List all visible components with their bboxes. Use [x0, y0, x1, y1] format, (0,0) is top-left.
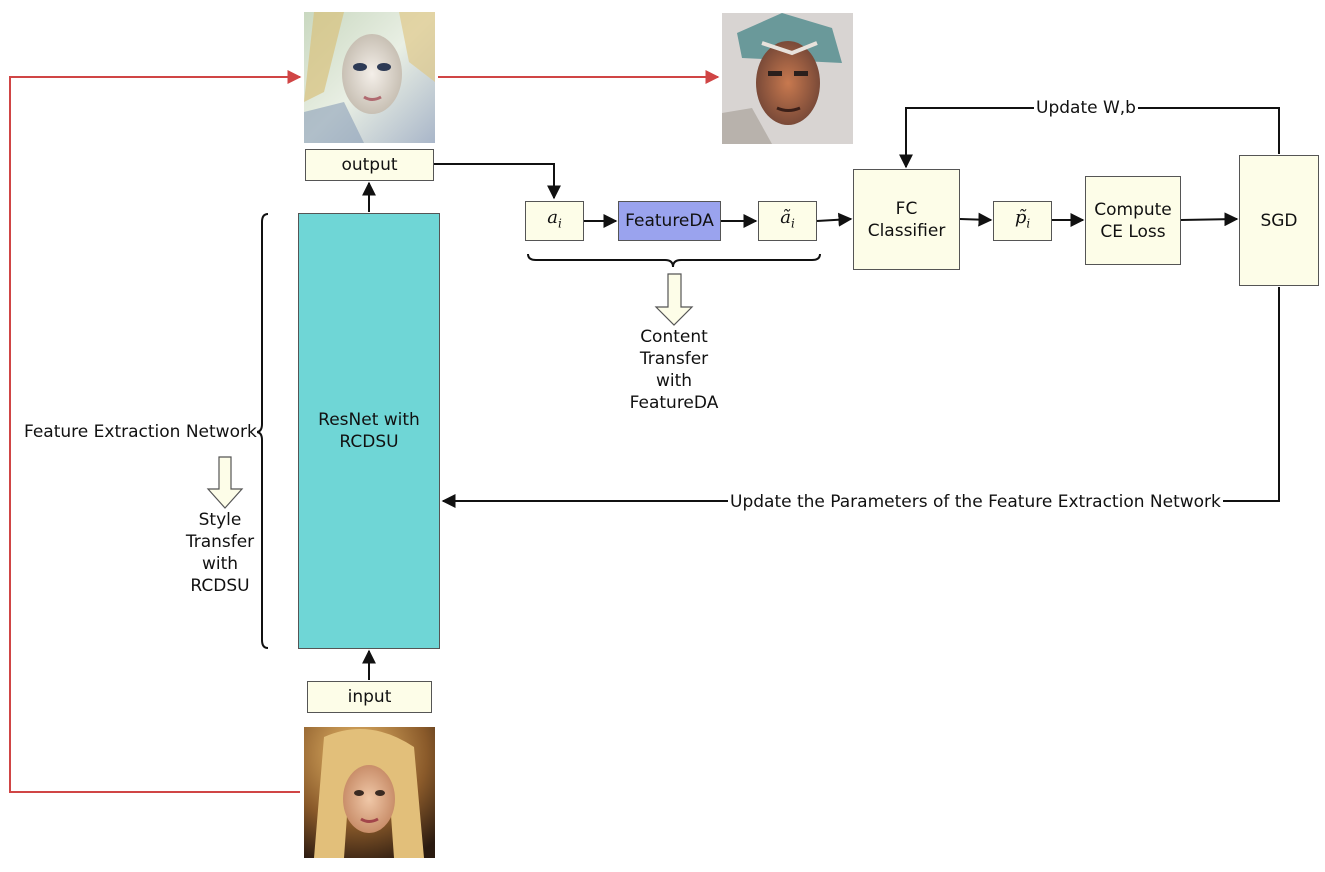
compute-ce-loss-node: Compute CE Loss	[1085, 176, 1181, 265]
portrait-photo-image	[304, 727, 435, 858]
ptilde-node: p̃i	[993, 201, 1052, 241]
edge-ce-to-sgd	[1180, 212, 1239, 227]
resnet-label: ResNet with RCDSU	[318, 410, 420, 452]
ptilde-symbol: p̃i	[1014, 207, 1031, 231]
style-transfer-label: Style Transfer with RCDSU	[185, 510, 255, 596]
fc-classifier-label: FC Classifier	[867, 198, 946, 241]
content-transfer-brace	[527, 253, 821, 268]
update-wb-label: Update W,b	[1034, 97, 1138, 119]
edge-sgd-to-resnet-update	[441, 287, 1280, 508]
feature-extraction-label: Feature Extraction Network	[24, 421, 257, 443]
input-label: input	[347, 687, 392, 707]
sgd-node: SGD	[1239, 155, 1319, 286]
ai-node: ai	[525, 201, 584, 241]
edge-atilde-to-fc	[816, 212, 853, 227]
ai-symbol: ai	[547, 207, 562, 231]
edge-fc-to-ptilde	[959, 212, 993, 227]
featureda-node: FeatureDA	[618, 201, 721, 241]
input-node: input	[307, 681, 432, 713]
fc-classifier-node: FC Classifier	[853, 169, 960, 270]
content-transfer-arrow-icon	[654, 273, 694, 326]
atilde-node: ãi	[758, 201, 817, 241]
edge-input-to-output-image	[9, 70, 302, 793]
compute-ce-loss-label: Compute CE Loss	[1094, 199, 1172, 242]
stylized-portrait-image	[304, 12, 435, 143]
update-params-label: Update the Parameters of the Feature Ext…	[728, 491, 1223, 513]
edge-output-to-ai	[434, 163, 561, 200]
style-transfer-arrow-icon	[206, 456, 244, 509]
resnet-node: ResNet with RCDSU	[298, 213, 440, 649]
featureda-label: FeatureDA	[625, 211, 714, 231]
content-transfer-label: Content Transfer with FeatureDA	[629, 327, 719, 413]
sgd-label: SGD	[1260, 210, 1298, 231]
atilde-symbol: ãi	[780, 207, 795, 231]
output-label: output	[341, 155, 398, 175]
painted-portrait-image	[722, 13, 853, 144]
output-node: output	[305, 149, 434, 181]
